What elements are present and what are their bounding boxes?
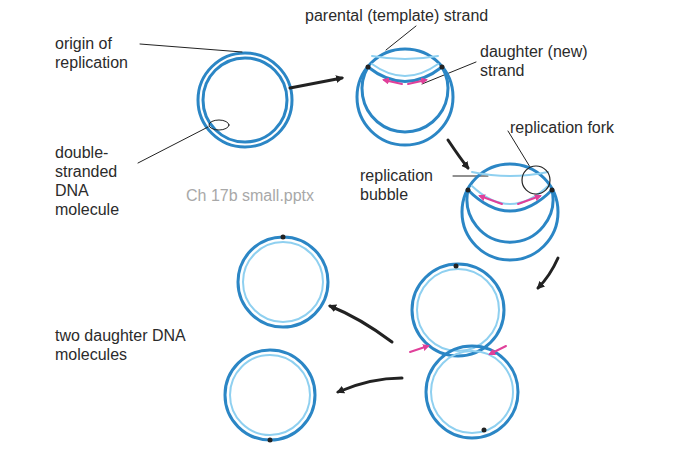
callout-label: double-stranded DNA molecule (55, 143, 141, 219)
callout-label: replication fork (510, 118, 614, 137)
callout-label: daughter (new) strand (480, 42, 590, 80)
watermark: Ch 17b small.pptx (183, 186, 317, 205)
callout-label: origin of replication (55, 34, 145, 72)
callout-label: replication bubble (360, 166, 452, 204)
callout-label: parental (template) strand (305, 6, 488, 25)
callout-label: two daughter DNA molecules (55, 326, 215, 364)
